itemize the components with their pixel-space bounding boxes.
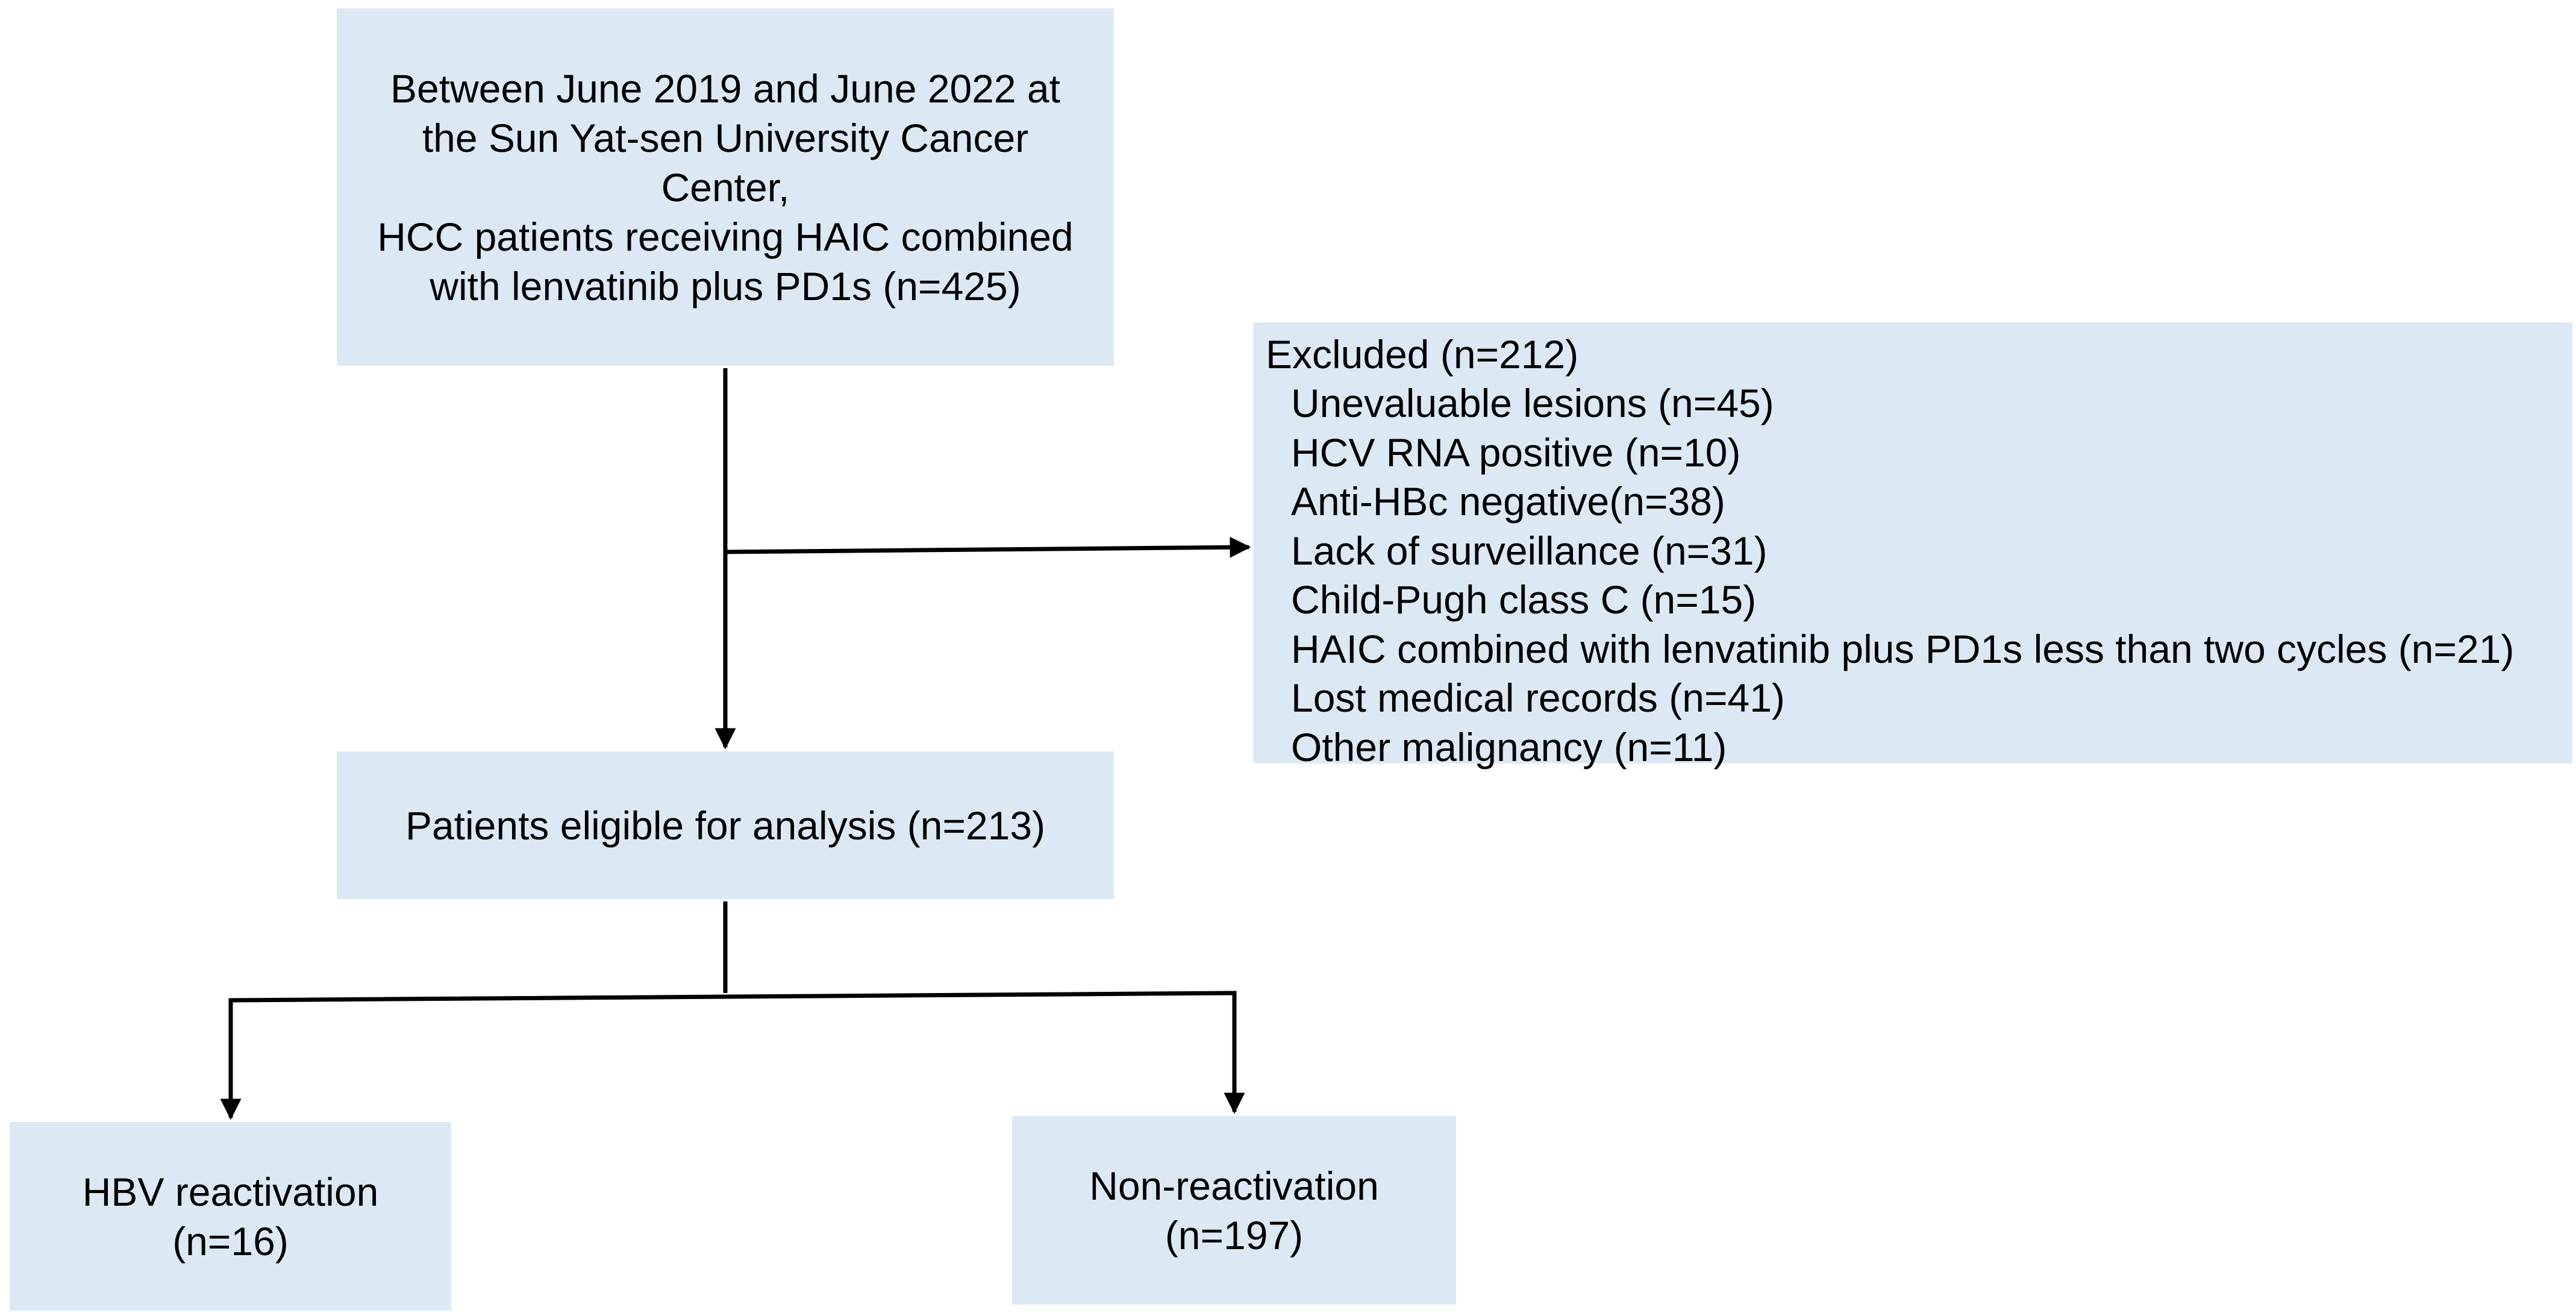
- source-line: the Sun Yat-sen University Cancer: [422, 115, 1029, 160]
- excluded-reasons-list: Unevaluable lesions (n=45) HCV RNA posit…: [1266, 379, 2572, 772]
- excluded-reason: Unevaluable lesions (n=45): [1291, 381, 1774, 425]
- hbv-line: HBV reactivation: [82, 1169, 379, 1214]
- excluded-reason: Lost medical records (n=41): [1291, 675, 1785, 720]
- hbv-line: (n=16): [172, 1218, 289, 1264]
- eligible-label: Patients eligible for analysis (n=213): [405, 803, 1046, 848]
- non-reactivation-line: Non-reactivation: [1089, 1163, 1379, 1208]
- source-population-box: Between June 2019 and June 2022 at the S…: [337, 8, 1114, 366]
- excluded-reason: HAIC combined with lenvatinib plus PD1s …: [1291, 626, 2515, 671]
- excluded-reason: Anti-HBc negative(n=38): [1291, 479, 1725, 524]
- non-reactivation-box: Non-reactivation (n=197): [1012, 1116, 1456, 1305]
- hbv-reactivation-box: HBV reactivation (n=16): [10, 1122, 451, 1311]
- source-line: Between June 2019 and June 2022 at: [390, 66, 1060, 111]
- excluded-box: Excluded (n=212) Unevaluable lesions (n=…: [1253, 322, 2572, 769]
- excluded-reason: HCV RNA positive (n=10): [1291, 430, 1741, 475]
- eligible-box: Patients eligible for analysis (n=213): [337, 751, 1114, 899]
- excluded-reason: Other malignancy (n=11): [1291, 724, 1727, 769]
- non-reactivation-line: (n=197): [1165, 1212, 1304, 1258]
- source-line: HCC patients receiving HAIC combined: [377, 214, 1074, 259]
- excluded-reason: Child-Pugh class C (n=15): [1291, 577, 1757, 622]
- source-line: with lenvatinib plus PD1s (n=425): [430, 263, 1021, 309]
- excluded-branch-line: [725, 536, 1251, 558]
- source-line: Center,: [661, 164, 790, 210]
- split-line: [228, 991, 1237, 1118]
- excluded-reason: Lack of surveillance (n=31): [1291, 528, 1768, 573]
- excluded-title: Excluded (n=212): [1266, 332, 1579, 377]
